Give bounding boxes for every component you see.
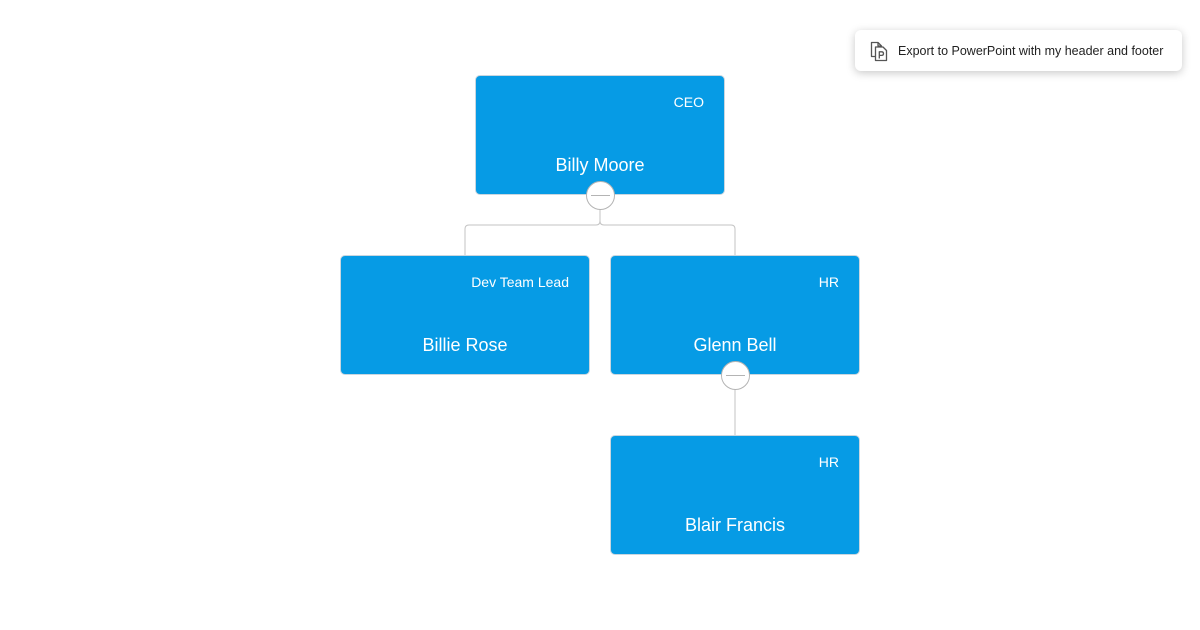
node-title: HR [818,454,839,470]
node-title: HR [818,274,839,290]
node-name: Billy Moore [555,155,645,175]
export-powerpoint-button[interactable]: Export to PowerPoint with my header and … [855,30,1182,71]
org-node-glenn-bell[interactable]: HR Glenn Bell [610,255,860,375]
collapse-toggle-icon[interactable] [721,361,750,390]
export-button-label: Export to PowerPoint with my header and … [898,43,1164,58]
collapse-toggle-icon[interactable] [586,181,615,210]
powerpoint-file-icon [867,39,889,63]
connector-billy-glenn [599,209,736,255]
node-name: Blair Francis [684,515,786,535]
org-node-blair-francis[interactable]: HR Blair Francis [610,435,860,555]
org-node-billie-rose[interactable]: Dev Team Lead Billie Rose [340,255,590,375]
node-name: Billie Rose [422,335,508,355]
node-title: Dev Team Lead [471,274,569,290]
node-title: CEO [673,94,704,110]
node-name: Glenn Bell [693,335,777,355]
connector-billy-billie [464,209,601,255]
org-node-billy-moore[interactable]: CEO Billy Moore [475,75,725,195]
